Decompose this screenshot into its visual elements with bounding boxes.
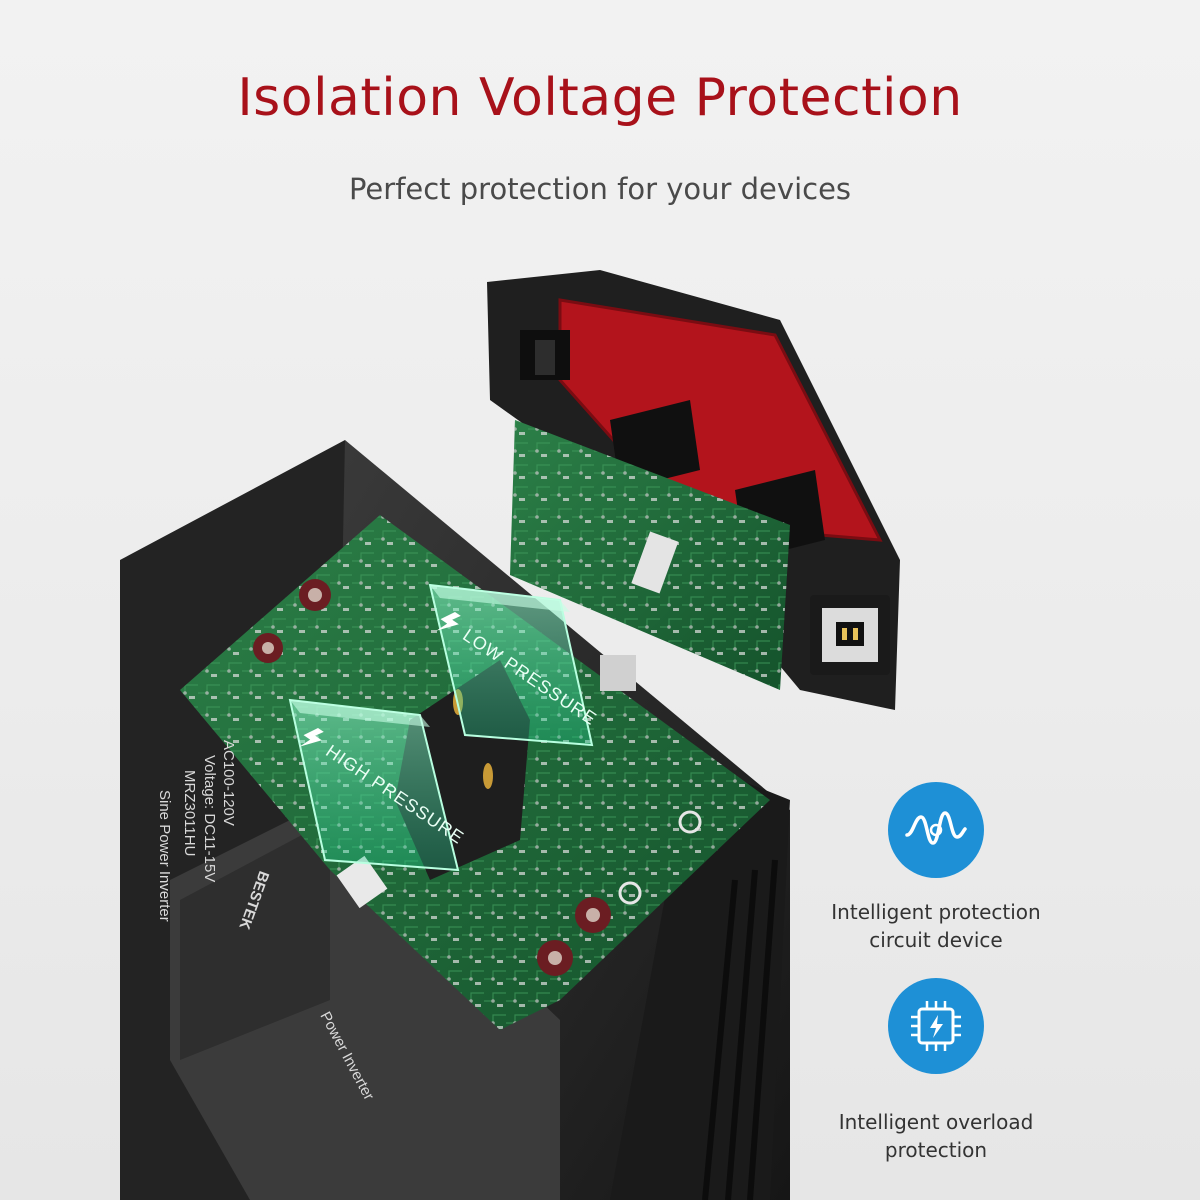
voltage-text: Voltage: DC11-15V	[201, 755, 218, 882]
wave-icon	[888, 782, 984, 878]
low-pressure-panel: LOW PRESSURE	[428, 583, 601, 747]
feature-protection-line1: Intelligent protection	[831, 900, 1041, 924]
feature-overload-line1: Intelligent overload	[838, 1110, 1034, 1134]
page-title: Isolation Voltage Protection	[237, 68, 963, 128]
feature-protection-line2: circuit device	[869, 928, 1003, 952]
feature-overload: Intelligent overload protection	[806, 978, 1066, 1164]
feature-protection-caption: Intelligent protection circuit device	[806, 898, 1066, 954]
page-subtitle: Perfect protection for your devices	[348, 172, 852, 206]
main-pcb	[180, 515, 770, 1030]
chip-bolt-icon	[888, 978, 984, 1074]
ac-text: AC100-120V	[220, 740, 237, 826]
usb-port	[810, 595, 890, 675]
model-line-text: Sine Power Inverter	[156, 790, 173, 922]
model-number-text: MRZ3011HU	[181, 770, 198, 856]
feature-overload-line2: protection	[884, 1138, 988, 1162]
output-module	[487, 270, 900, 710]
feature-overload-caption: Intelligent overload protection	[806, 1108, 1066, 1164]
feature-protection-circuit: Intelligent protection circuit device	[806, 782, 1066, 954]
